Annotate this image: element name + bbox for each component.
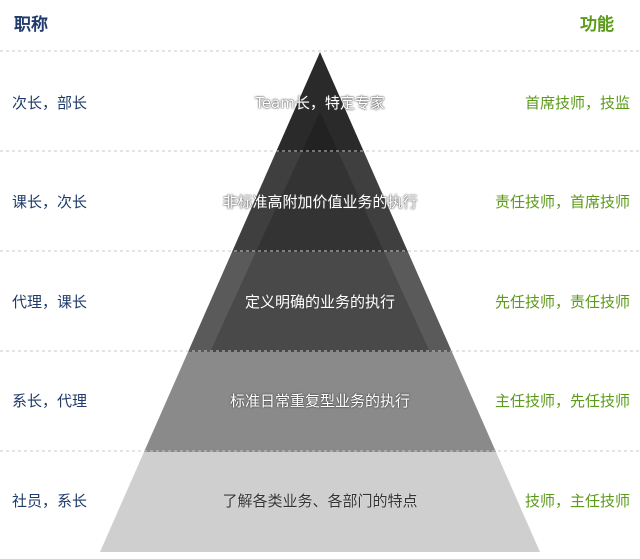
function-column-header: 功能 bbox=[580, 15, 614, 35]
role-label-level-3: 先任技师，责任技师 bbox=[494, 293, 630, 311]
description-level-2: 非标准高附加价值业务的执行 bbox=[222, 193, 418, 211]
description-level-4: 标准日常重复型业务的执行 bbox=[229, 392, 410, 410]
description-level-1: Team长，特定专家 bbox=[255, 94, 385, 112]
pyramid-band-3 bbox=[188, 252, 452, 352]
role-label-level-5: 技师，主任技师 bbox=[524, 492, 630, 510]
pyramid-band-4 bbox=[144, 352, 496, 452]
pyramid-inner-shade bbox=[210, 112, 430, 352]
pyramid-band-1 bbox=[276, 52, 364, 152]
rank-label-level-2: 课长，次长 bbox=[12, 193, 88, 211]
rank-label-level-4: 系长，代理 bbox=[12, 392, 88, 410]
role-label-level-1: 首席技师，技监 bbox=[524, 94, 630, 112]
rank-column-header: 职称 bbox=[14, 15, 48, 35]
description-level-3: 定义明确的业务的执行 bbox=[244, 293, 395, 311]
rank-label-level-5: 社员，系长 bbox=[12, 492, 88, 510]
pyramid-band-2 bbox=[232, 152, 408, 252]
role-label-level-4: 主任技师，先任技师 bbox=[494, 392, 630, 410]
description-level-5: 了解各类业务、各部门的特点 bbox=[222, 492, 418, 510]
rank-label-level-1: 次长，部长 bbox=[12, 94, 88, 112]
pyramid-band-5 bbox=[100, 452, 540, 552]
rank-label-level-3: 代理，课长 bbox=[12, 293, 88, 311]
role-label-level-2: 责任技师，首席技师 bbox=[494, 193, 630, 211]
